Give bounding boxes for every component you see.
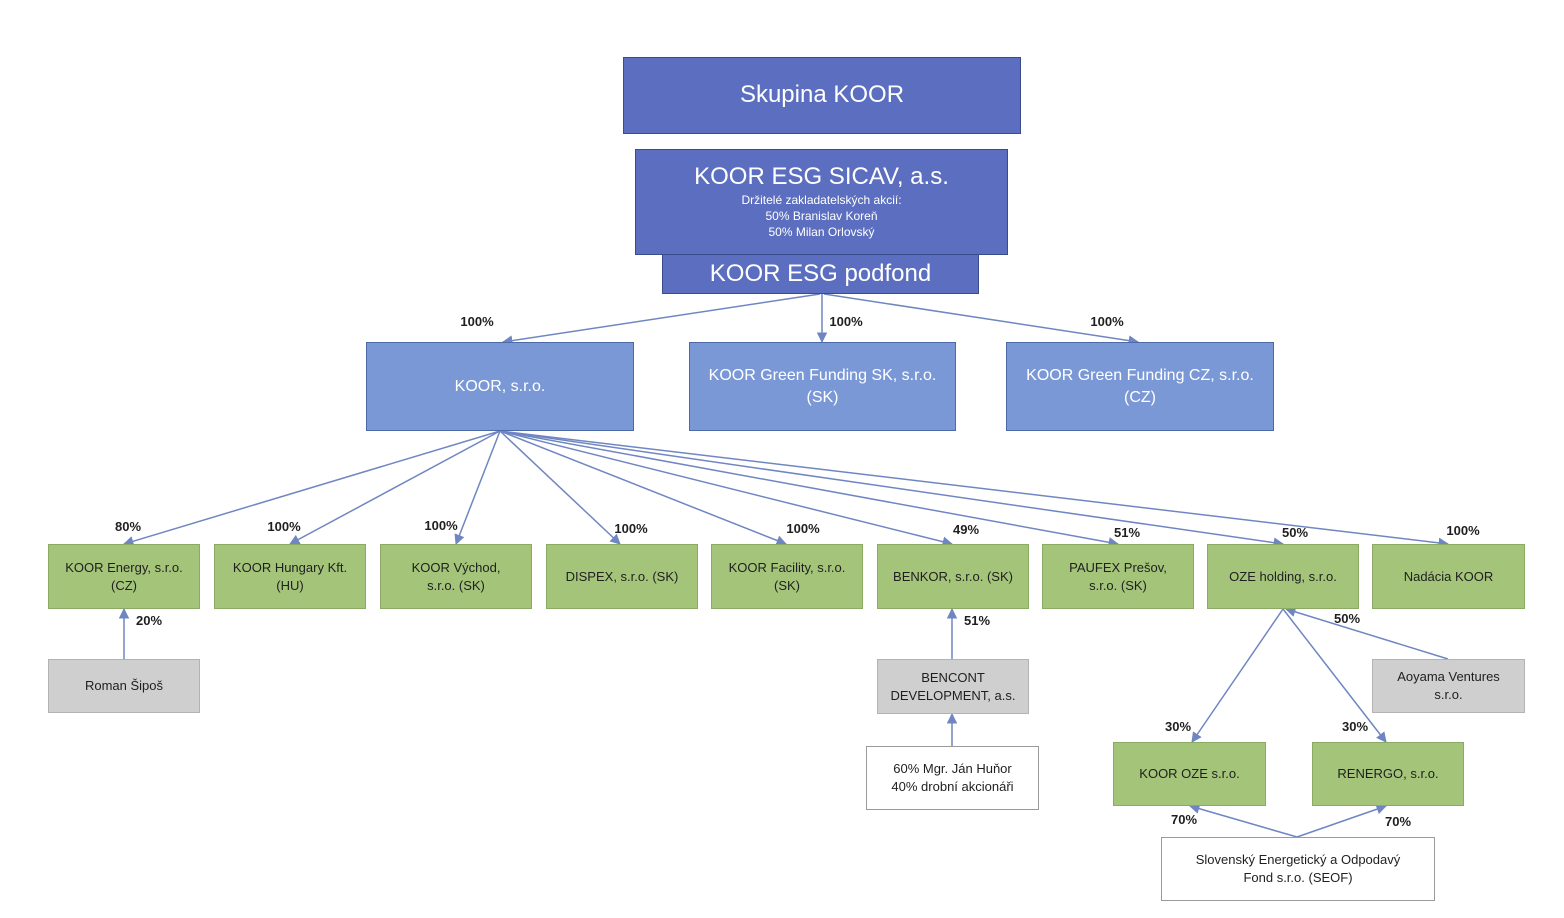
edge-koor-oze	[499, 430, 1285, 548]
node-title: DISPEX, s.r.o. (SK)	[565, 568, 679, 584]
node-title: Skupina KOOR	[739, 81, 905, 109]
node-title: KOOR Green Funding SK, s.r.o.	[708, 366, 937, 384]
node-title: PAUFEX Prešov,	[1069, 559, 1167, 575]
node-title: KOOR Hungary Kft.	[232, 559, 348, 575]
node-country: (CZ)	[111, 577, 137, 593]
node-title: KOOR Energy, s.r.o.	[65, 559, 183, 575]
node-koor-oze: KOOR OZE s.r.o.	[1113, 742, 1266, 806]
edge-koor-vychod	[454, 430, 501, 545]
node-koor-facility: KOOR Facility, s.r.o. (SK)	[711, 544, 863, 609]
node-title: KOOR ESG podfond	[709, 259, 932, 287]
edge-koor-hungary	[289, 430, 501, 545]
node-detail: 60% Mgr. Ján Huňor	[893, 761, 1012, 777]
node-koor-green-funding-sk: KOOR Green Funding SK, s.r.o. (SK)	[689, 342, 956, 431]
node-seof: Slovenský Energetický a Odpodavý Fond s.…	[1161, 837, 1435, 901]
pct-oze-renergo: 30%	[1341, 719, 1369, 734]
pct-oze: 50%	[1281, 525, 1309, 540]
node-oze-holding: OZE holding, s.r.o.	[1207, 544, 1359, 609]
node-title: Slovenský Energetický a Odpodavý	[1195, 852, 1401, 868]
pct-siposs-energy: 20%	[135, 613, 163, 628]
pct-energy: 80%	[114, 519, 142, 534]
node-title: KOOR ESG SICAV, a.s.	[694, 163, 949, 191]
node-country: s.r.o. (SK)	[1089, 577, 1147, 593]
node-nadacia-koor: Nadácia KOOR	[1372, 544, 1525, 609]
edge-koor-paufex	[499, 430, 1120, 548]
node-koor-vychod: KOOR Východ, s.r.o. (SK)	[380, 544, 532, 609]
node-title: OZE holding, s.r.o.	[1229, 568, 1337, 584]
node-koor-esg-sicav: KOOR ESG SICAV, a.s. Držitelé zakladatel…	[635, 149, 1008, 255]
pct-gf-cz: 100%	[1090, 314, 1124, 329]
pct-bencont-benkor: 51%	[963, 613, 991, 628]
edge-aoyama-oze	[1284, 606, 1449, 660]
pct-seof-renergo: 70%	[1384, 814, 1412, 829]
edge-koor-nadacia	[499, 430, 1450, 549]
node-title: Fond s.r.o. (SEOF)	[1243, 870, 1353, 885]
node-title: Roman Šipoš	[84, 678, 164, 694]
node-bencont-development: BENCONT DEVELOPMENT, a.s.	[877, 659, 1029, 714]
node-koor-hungary: KOOR Hungary Kft. (HU)	[214, 544, 366, 609]
edge-oze-koor-oze	[1191, 608, 1284, 743]
edge-koor-benkor	[499, 430, 954, 547]
pct-oze-koor-oze: 30%	[1164, 719, 1192, 734]
node-title: KOOR Green Funding CZ, s.r.o.	[1026, 366, 1254, 384]
edge-oze-renergo	[1282, 608, 1387, 743]
pct-aoyama-oze: 50%	[1333, 611, 1361, 626]
edge-podfond-gf-cz	[823, 293, 1140, 346]
pct-nadacia: 100%	[1446, 523, 1480, 538]
edge-seof-koor-oze	[1188, 803, 1298, 838]
node-koor-sro: KOOR, s.r.o.	[366, 342, 634, 431]
node-title: DEVELOPMENT, a.s.	[890, 687, 1016, 703]
pct-dispex: 100%	[614, 521, 648, 536]
node-title: BENKOR, s.r.o. (SK)	[893, 568, 1013, 584]
node-skupina-koor: Skupina KOOR	[623, 57, 1021, 134]
node-country: (HU)	[276, 577, 304, 593]
pct-koor: 100%	[460, 314, 494, 329]
node-dispex: DISPEX, s.r.o. (SK)	[546, 544, 698, 609]
node-bencont-shareholders: 60% Mgr. Ján Huňor 40% drobní akcionáři	[866, 746, 1039, 810]
node-title: KOOR Východ,	[411, 559, 501, 575]
node-koor-energy: KOOR Energy, s.r.o. (CZ)	[48, 544, 200, 609]
node-benkor: BENKOR, s.r.o. (SK)	[877, 544, 1029, 609]
edge-seof-renergo	[1296, 804, 1387, 838]
node-title: RENERGO, s.r.o.	[1337, 766, 1439, 782]
node-country: s.r.o. (SK)	[427, 577, 485, 593]
node-title: Nadácia KOOR	[1403, 568, 1494, 584]
node-title: KOOR, s.r.o.	[454, 377, 546, 395]
node-koor-esg-podfond: KOOR ESG podfond	[662, 254, 979, 294]
node-title: BENCONT	[921, 669, 985, 685]
node-country: (SK)	[774, 577, 800, 593]
node-country: (SK)	[806, 388, 839, 406]
edge-podfond-koor	[501, 293, 821, 346]
node-country: (CZ)	[1124, 388, 1156, 406]
node-paufex: PAUFEX Prešov, s.r.o. (SK)	[1042, 544, 1194, 609]
node-aoyama-ventures: Aoyama Ventures s.r.o.	[1372, 659, 1525, 713]
node-title: KOOR OZE s.r.o.	[1139, 766, 1240, 782]
edge-koor-facility	[499, 430, 787, 546]
pct-seof-koor-oze: 70%	[1170, 812, 1198, 827]
node-title: s.r.o.	[1434, 687, 1463, 702]
node-detail: 50% Branislav Koreň	[765, 209, 878, 224]
node-roman-siposs: Roman Šipoš	[48, 659, 200, 713]
pct-paufex: 51%	[1113, 525, 1141, 540]
node-detail: 40% drobní akcionáři	[891, 779, 1014, 794]
node-renergo: RENERGO, s.r.o.	[1312, 742, 1464, 806]
node-title: KOOR Facility, s.r.o.	[728, 559, 846, 575]
node-title: Aoyama Ventures	[1397, 669, 1500, 685]
pct-vychod: 100%	[424, 518, 458, 533]
node-koor-green-funding-cz: KOOR Green Funding CZ, s.r.o. (CZ)	[1006, 342, 1274, 431]
edge-koor-energy	[122, 430, 501, 547]
pct-hungary: 100%	[267, 519, 301, 534]
edge-koor-dispex	[499, 430, 621, 545]
node-detail: Držitelé zakladatelských akcií:	[741, 193, 902, 208]
pct-gf-sk: 100%	[829, 314, 863, 329]
node-detail: 50% Milan Orlovský	[768, 225, 875, 240]
pct-benkor: 49%	[952, 522, 980, 537]
pct-facility: 100%	[786, 521, 820, 536]
